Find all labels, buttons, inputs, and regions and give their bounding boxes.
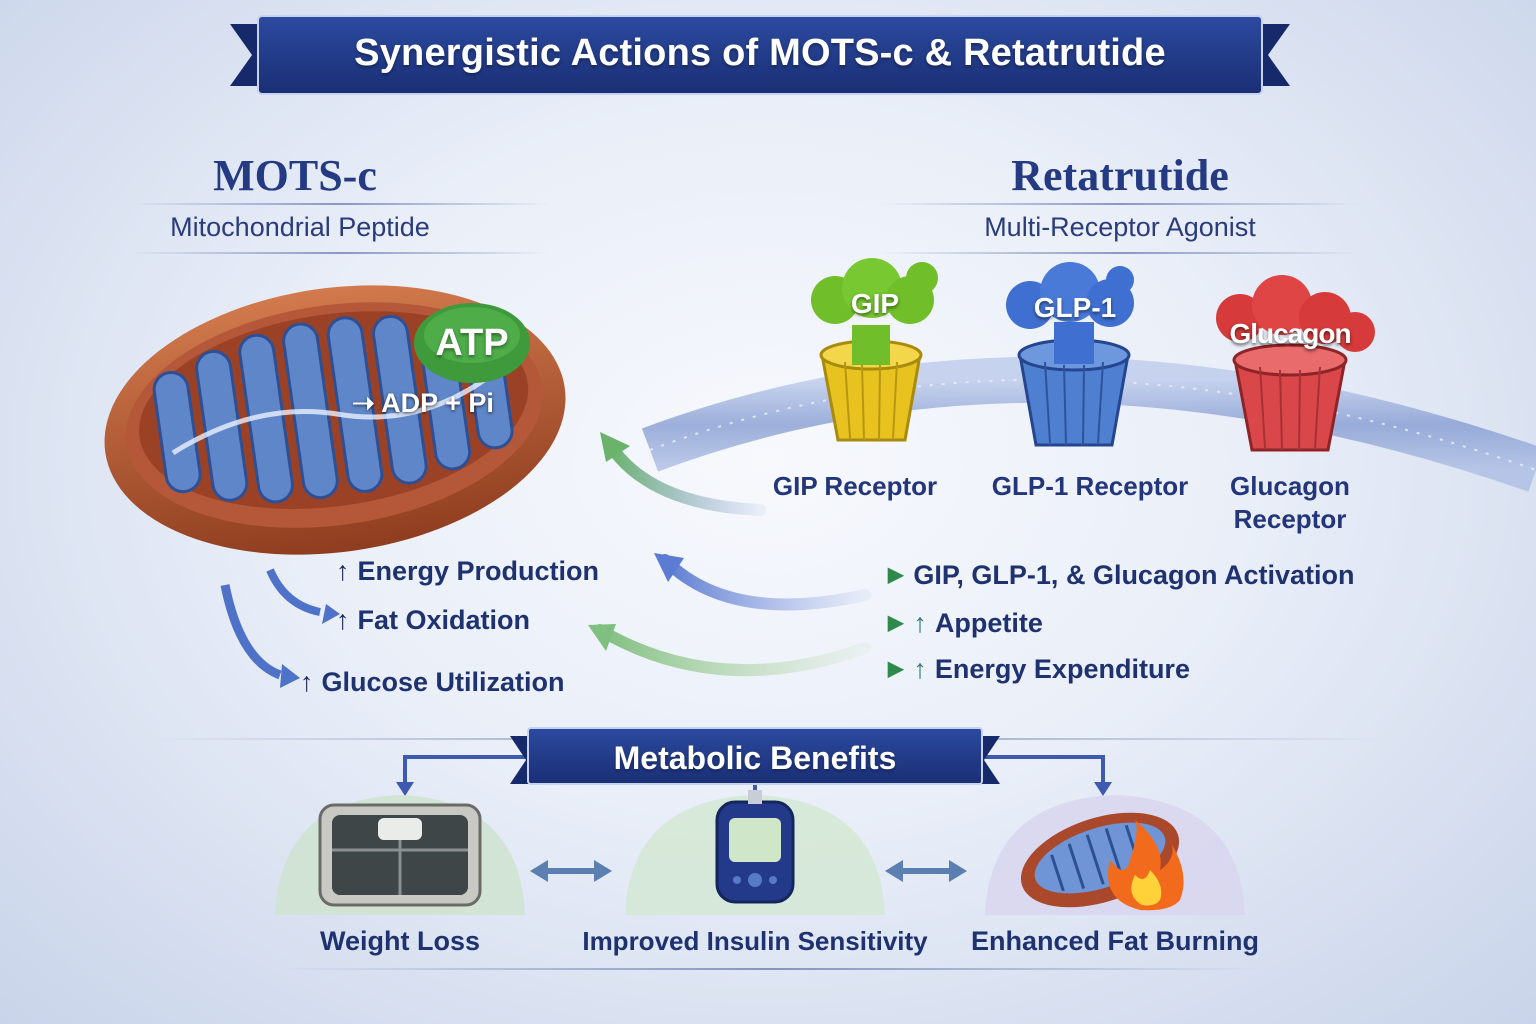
arrow-head bbox=[322, 604, 340, 624]
mots-c-title: MOTS-c bbox=[213, 151, 377, 200]
up-arrow-icon: ↑ bbox=[336, 605, 350, 635]
bottom-divider bbox=[280, 968, 1260, 970]
effect-label: Energy Production bbox=[357, 556, 600, 586]
effect-label: Fat Oxidation bbox=[357, 605, 531, 635]
gip-ligand-label: GIP bbox=[850, 288, 900, 319]
double-arrow-1 bbox=[530, 860, 612, 882]
arrow-head bbox=[1094, 782, 1112, 796]
glp1-receptor-shape bbox=[1006, 262, 1134, 447]
arrow-head bbox=[280, 664, 300, 688]
arrow-expenditure-to-effects bbox=[594, 624, 871, 677]
arrow-head bbox=[600, 432, 630, 462]
double-arrow-2 bbox=[885, 860, 967, 882]
mitochondrion-flame-icon bbox=[1020, 812, 1184, 911]
benefit-weight-loss: Weight Loss bbox=[319, 926, 480, 956]
divider bbox=[130, 252, 550, 254]
retatrutide-subtitle: Multi-Receptor Agonist bbox=[984, 212, 1256, 242]
effect-appetite: ▶ ↑Appetite bbox=[888, 608, 1043, 639]
benefit-fat-burning: Enhanced Fat Burning bbox=[970, 926, 1259, 956]
bullet-triangle-icon: ▶ bbox=[888, 612, 904, 634]
glucagon-receptor-label: Glucagon Receptor bbox=[1230, 471, 1350, 534]
mitochondrion bbox=[104, 285, 566, 555]
arrow-mito-to-fat bbox=[266, 568, 321, 616]
effect-energy-expenditure: ▶ ↑Energy Expenditure bbox=[888, 654, 1190, 685]
arrow-activation-to-effects bbox=[659, 554, 871, 611]
gip-receptor-shape bbox=[811, 258, 938, 442]
effect-fat-oxidation: ↑Fat Oxidation bbox=[336, 605, 530, 636]
benefit-insulin-sensitivity: Improved Insulin Sensitivity bbox=[582, 926, 928, 956]
adp-label: ➝ ADP + Pi bbox=[352, 388, 494, 419]
effect-glucose-utilization: ↑Glucose Utilization bbox=[300, 667, 565, 698]
adp-text: ADP + Pi bbox=[381, 388, 494, 418]
up-arrow-icon: ↑ bbox=[913, 608, 927, 638]
gip-receptor-label: GIP Receptor bbox=[772, 471, 938, 501]
glp1-ligand-label: GLP-1 bbox=[1033, 292, 1117, 323]
arrow-head bbox=[396, 782, 414, 796]
effect-label: Appetite bbox=[934, 608, 1043, 638]
mots-c-subtitle: Mitochondrial Peptide bbox=[170, 212, 430, 242]
glucometer-icon bbox=[715, 790, 795, 904]
atp-label: ATP bbox=[435, 322, 509, 364]
scale-icon bbox=[318, 803, 482, 907]
up-arrow-icon: ↑ bbox=[913, 654, 927, 684]
up-arrow-icon: ↑ bbox=[300, 667, 314, 697]
divider bbox=[130, 203, 550, 205]
effect-receptor-activation: ▶ GIP, GLP-1, & Glucagon Activation bbox=[888, 560, 1354, 591]
effect-label: Glucose Utilization bbox=[321, 667, 565, 697]
effect-label: GIP, GLP-1, & Glucagon Activation bbox=[913, 560, 1355, 590]
adp-arrow-icon: ➝ bbox=[352, 388, 382, 418]
retatrutide-title: Retatrutide bbox=[1011, 151, 1229, 200]
title-banner: Synergistic Actions of MOTS-c & Retatrut… bbox=[230, 12, 1290, 98]
bullet-triangle-icon: ▶ bbox=[888, 658, 904, 680]
page-title: Synergistic Actions of MOTS-c & Retatrut… bbox=[354, 32, 1166, 74]
glucagon-receptor-shape bbox=[1216, 275, 1375, 452]
benefits-banner: Metabolic Benefits bbox=[510, 726, 1000, 788]
arrow-head bbox=[654, 553, 684, 582]
divider bbox=[880, 203, 1360, 205]
atp-badge bbox=[414, 303, 530, 383]
effect-energy-production: ↑Energy Production bbox=[336, 556, 599, 587]
arrow-head bbox=[588, 624, 616, 651]
glucagon-ligand-label: Glucagon bbox=[1229, 318, 1351, 349]
up-arrow-icon: ↑ bbox=[336, 556, 350, 586]
arrow-mito-to-glucose bbox=[220, 584, 282, 680]
banner-ribbon bbox=[230, 15, 1290, 95]
divider bbox=[880, 252, 1360, 254]
bullet-triangle-icon: ▶ bbox=[888, 564, 904, 586]
arrow-retatrutide-to-mito bbox=[604, 439, 766, 516]
benefits-ribbon bbox=[510, 727, 1000, 785]
glp1-receptor-label: GLP-1 Receptor bbox=[991, 471, 1189, 501]
effect-label: Energy Expenditure bbox=[934, 654, 1190, 684]
benefits-title: Metabolic Benefits bbox=[613, 740, 897, 776]
